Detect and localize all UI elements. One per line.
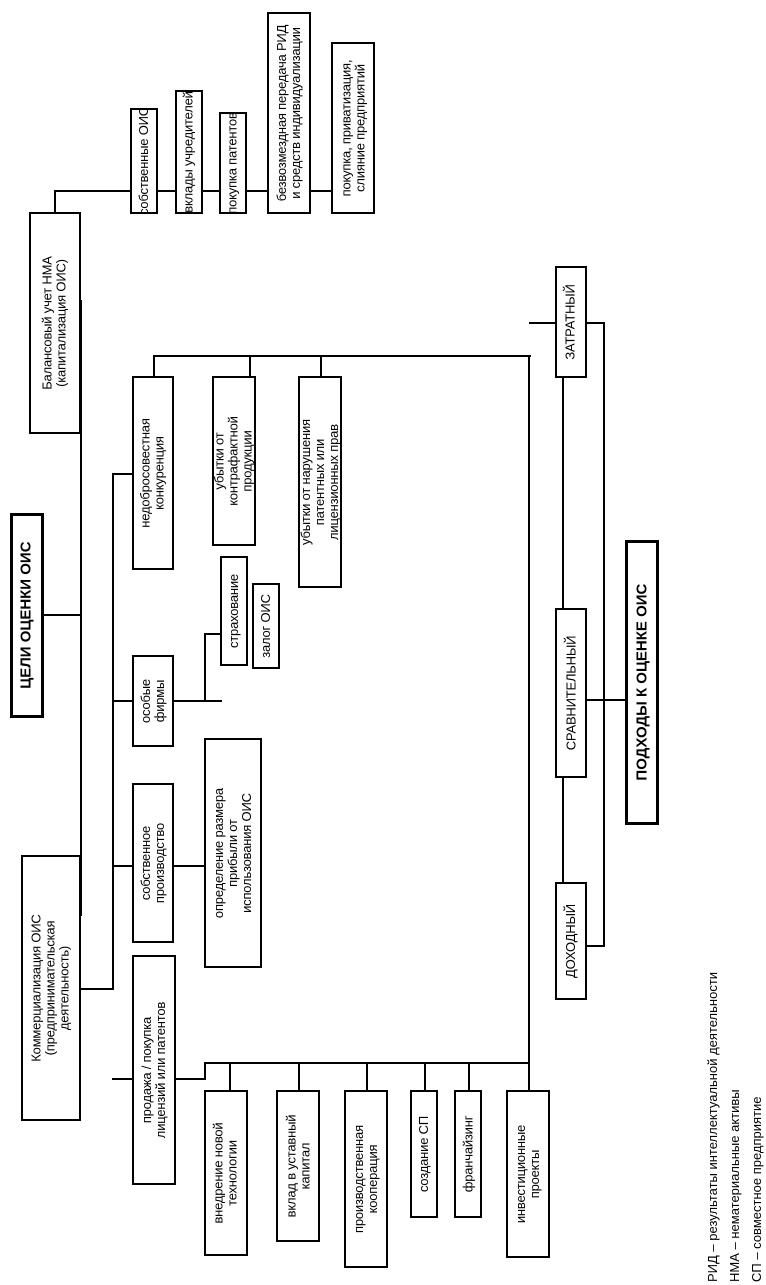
legend-item-sp: СП – совместное предприятие: [749, 1096, 764, 1282]
license-child-stem-1: [229, 1062, 231, 1090]
node-commercialization-label: Коммерциализация ОИС (предпринимательска…: [28, 914, 73, 1062]
node-free-transfer-rid: безвозмездная передача РИД и средств инд…: [267, 12, 311, 214]
node-unfair-competition: недобросовестная конкуренция: [132, 376, 174, 570]
node-purchase-privatization-merger: покупка, приватизация, слияние предприят…: [331, 42, 375, 214]
title-goals-label: ЦЕЛИ ОЦЕНКИ ОИС: [17, 541, 35, 690]
node-franchising: франчайзинг: [454, 1090, 482, 1218]
legend-item-rid: РИД – результаты интеллектуальной деятел…: [705, 971, 720, 1282]
node-profit-determination-label: определение размера прибыли от использов…: [210, 787, 255, 919]
node-free-transfer-rid-label: безвозмездная передача РИД и средств инд…: [273, 24, 304, 202]
node-charter-capital-contribution: вклад в уставный капитал: [276, 1090, 320, 1242]
node-production-cooperation-label: производственная кооперация: [350, 1125, 381, 1233]
approaches-rail-to-goals: [529, 322, 564, 324]
node-patent-purchase: покупка патентов: [219, 112, 247, 214]
node-joint-venture-creation-label: создание СП: [415, 1115, 431, 1193]
node-patent-violation-losses-label: убытки от нарушения патентных или лиценз…: [298, 419, 342, 545]
node-own-production-label: собственное производство: [137, 822, 167, 904]
node-approach-income-label: ДОХОДНЫЙ: [562, 904, 578, 978]
node-approach-comparative: СРАВНИТЕЛЬНЫЙ: [555, 608, 587, 778]
unfair-child-stem-1: [249, 355, 251, 377]
node-patent-violation-losses: убытки от нарушения патентных или лиценз…: [298, 376, 342, 588]
unfair-competition-stem: [153, 355, 155, 378]
balance-bus: [54, 190, 354, 192]
unfair-competition-bus: [153, 355, 531, 357]
license-child-stem-4: [424, 1062, 426, 1090]
special-firms-child-1: [204, 633, 222, 635]
approaches-bus: [603, 322, 605, 947]
node-new-technology: внедрение новой технологии: [204, 1090, 248, 1256]
node-charter-capital-contribution-label: вклад в уставный капитал: [282, 1114, 312, 1218]
license-child-stem-2: [298, 1062, 300, 1090]
node-unfair-competition-label: недобросовестная конкуренция: [137, 418, 168, 528]
node-license-sale-purchase-label: продажа / покупка лицензий или патентов: [138, 1001, 169, 1139]
title-goals: ЦЕЛИ ОЦЕНКИ ОИС: [10, 513, 44, 718]
unfair-child-stem-2: [320, 355, 322, 377]
node-license-sale-purchase: продажа / покупка лицензий или патентов: [132, 955, 176, 1185]
node-investment-projects: инвестиционные проекты: [506, 1090, 550, 1258]
node-own-production: собственное производство: [132, 783, 174, 943]
node-counterfeit-losses-label: убытки от контрафактной продукции: [212, 416, 256, 506]
special-firms-bus-entry: [174, 700, 206, 702]
legend: РИД – результаты интеллектуальной деятел…: [690, 0, 766, 1285]
node-founder-contributions: вклады учредителей: [175, 90, 203, 214]
commercialization-branch-4: [112, 1078, 134, 1080]
commercialization-branch-1: [112, 473, 134, 475]
node-founder-contributions-label: вклады учредителей: [180, 91, 196, 213]
special-firms-bus: [204, 633, 206, 702]
own-production-to-profit: [174, 865, 206, 867]
node-joint-venture-creation: создание СП: [410, 1090, 438, 1218]
commercialization-branch-2: [112, 700, 134, 702]
node-special-firms-label: особые фирмы: [137, 679, 167, 723]
node-approach-income: ДОХОДНЫЙ: [555, 882, 587, 1000]
node-counterfeit-losses: убытки от контрафактной продукции: [212, 376, 256, 546]
approaches-trunk-horizontal: [605, 699, 627, 701]
node-approach-comparative-label: СРАВНИТЕЛЬНЫЙ: [562, 635, 578, 751]
node-balance-accounting: Балансовый учет НМА (капитализация ОИС): [29, 212, 81, 434]
node-own-ois-label: собственные ОИС: [135, 108, 151, 214]
license-child-stem-3: [366, 1062, 368, 1090]
goals-trunk-horizontal: [44, 614, 82, 616]
node-balance-accounting-label: Балансовый учет НМА (капитализация ОИС): [39, 256, 70, 390]
commercialization-bus-entry: [81, 988, 114, 990]
title-approaches: ПОДХОДЫ К ОЦЕНКЕ ОИС: [625, 540, 659, 825]
node-patent-purchase-label: покупка патентов: [224, 112, 240, 214]
node-profit-determination: определение размера прибыли от использов…: [204, 738, 262, 968]
node-ois-pledge: залог ОИС: [252, 583, 280, 669]
node-purchase-privatization-merger-label: покупка, приватизация, слияние предприят…: [337, 59, 368, 197]
goals-trunk-vertical: [80, 300, 82, 916]
legend-item-nma: НМА – нематериальные активы: [727, 1089, 742, 1282]
node-ois-pledge-label: залог ОИС: [257, 594, 273, 658]
node-insurance-label: страхование: [225, 574, 241, 648]
balance-stem: [54, 190, 56, 214]
license-to-approaches-riser: [528, 355, 530, 1064]
node-special-firms: особые фирмы: [132, 655, 174, 747]
commercialization-branch-3: [112, 865, 134, 867]
commercialization-bus: [112, 473, 114, 988]
special-firms-child-2: [204, 700, 222, 702]
node-production-cooperation: производственная кооперация: [344, 1090, 388, 1268]
node-commercialization: Коммерциализация ОИС (предпринимательска…: [21, 855, 81, 1121]
license-bus-entry: [176, 1078, 206, 1080]
node-approach-cost: ЗАТРАТНЫЙ: [555, 266, 587, 378]
license-child-stem-6: [528, 1062, 530, 1090]
title-approaches-label: ПОДХОДЫ К ОЦЕНКЕ ОИС: [632, 584, 650, 781]
node-insurance: страхование: [220, 556, 248, 666]
license-bus-riser: [204, 1062, 206, 1080]
node-franchising-label: франчайзинг: [459, 1115, 475, 1193]
license-child-stem-5: [468, 1062, 470, 1090]
node-approach-cost-label: ЗАТРАТНЫЙ: [562, 284, 578, 360]
node-new-technology-label: внедрение новой технологии: [210, 1122, 240, 1224]
node-own-ois: собственные ОИС: [130, 108, 158, 214]
node-investment-projects-label: инвестиционные проекты: [512, 1124, 542, 1224]
